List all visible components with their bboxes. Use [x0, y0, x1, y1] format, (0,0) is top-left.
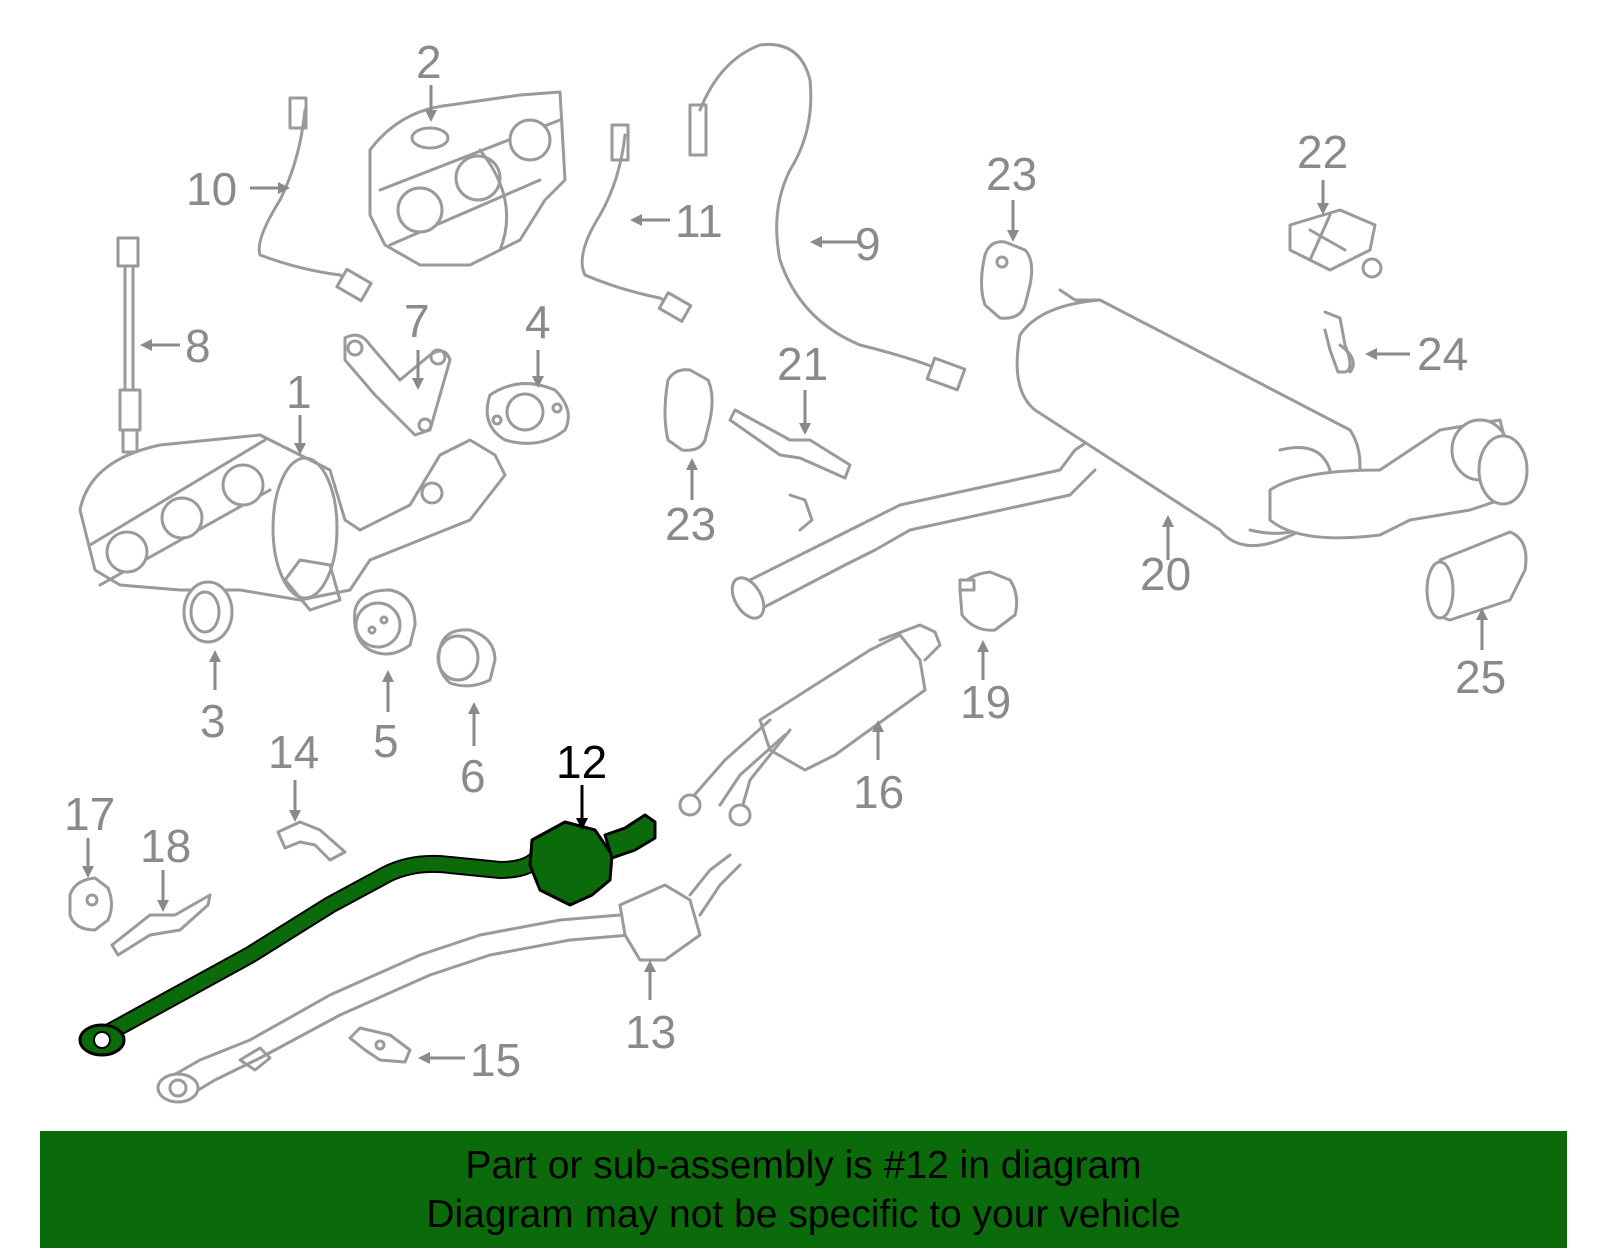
part-25-exhaust-tip: [1425, 530, 1528, 622]
part-22-clamp: [1288, 208, 1383, 279]
part-12-converter-body: [528, 820, 614, 907]
callout-11: 11: [675, 195, 723, 247]
part-8-oxygen-sensor: [116, 236, 142, 454]
part-12-outlet-pipe: [603, 813, 657, 860]
part-20-rear-muffler: [730, 288, 1529, 620]
part-3-seal-ring: [182, 580, 234, 644]
part-18-heat-shield: [110, 893, 212, 957]
part-16-center-muffler: [678, 623, 942, 827]
banner-line-disclaimer: Diagram may not be specific to your vehi…: [426, 1193, 1181, 1236]
info-banner: Part or sub-assembly is #12 in diagram D…: [40, 1131, 1567, 1248]
callout-13: 13: [625, 1006, 676, 1058]
part-6-mount: [436, 628, 497, 688]
callout-12: 12: [556, 736, 607, 788]
part-19-clamp: [958, 570, 1019, 632]
callout-4: 4: [525, 296, 551, 348]
callout-labels: 1 2 3 4 5 6 7 8 9 10 11 12 13 14 15 16 1…: [64, 36, 1506, 1086]
callout-6: 6: [460, 750, 486, 802]
callout-18: 18: [140, 820, 191, 872]
part-21-heat-shield: [728, 408, 852, 480]
callout-24: 24: [1417, 328, 1468, 380]
banner-line-part: Part or sub-assembly is #12 in diagram: [465, 1144, 1142, 1187]
part-2-turbo-manifold: [368, 90, 567, 267]
part-11-oxygen-sensor: [580, 123, 693, 323]
part-1-exhaust-manifold: [78, 433, 507, 612]
callout-15: 15: [470, 1034, 521, 1086]
callout-21: 21: [777, 338, 828, 390]
callout-2: 2: [416, 36, 442, 88]
part-5-mount: [353, 588, 417, 656]
part-23-hanger-upper: [980, 240, 1034, 320]
callout-25: 25: [1455, 651, 1506, 703]
callout-10: 10: [186, 163, 237, 215]
callout-9: 9: [855, 218, 881, 270]
leader-arrows: [82, 85, 1488, 1064]
part-10-oxygen-sensor: [257, 96, 373, 303]
part-24-bracket: [1323, 310, 1355, 374]
part-23-hanger-lower: [663, 368, 714, 452]
callout-23-upper: 23: [986, 148, 1037, 200]
callout-8: 8: [185, 320, 211, 372]
callout-17: 17: [64, 788, 115, 840]
callout-23-lower: 23: [665, 498, 716, 550]
part-12-catalytic-converter-pipe[interactable]: [78, 813, 657, 1057]
part-15-bracket: [348, 1026, 412, 1064]
part-17-rubber-mount: [68, 876, 113, 932]
callout-3: 3: [200, 695, 226, 747]
callout-7: 7: [404, 295, 430, 347]
callout-16: 16: [853, 766, 904, 818]
part-4-gasket: [485, 382, 570, 445]
part-13-front-pipe: [156, 853, 742, 1104]
part-14-bracket: [276, 820, 347, 862]
callout-14: 14: [268, 726, 319, 778]
part-7-bracket: [343, 333, 452, 437]
callout-19: 19: [960, 676, 1011, 728]
callout-1: 1: [286, 366, 312, 418]
callout-20: 20: [1140, 548, 1191, 600]
callout-22: 22: [1297, 126, 1348, 178]
part-9-oxygen-sensor: [688, 42, 967, 392]
callout-5: 5: [373, 715, 399, 767]
